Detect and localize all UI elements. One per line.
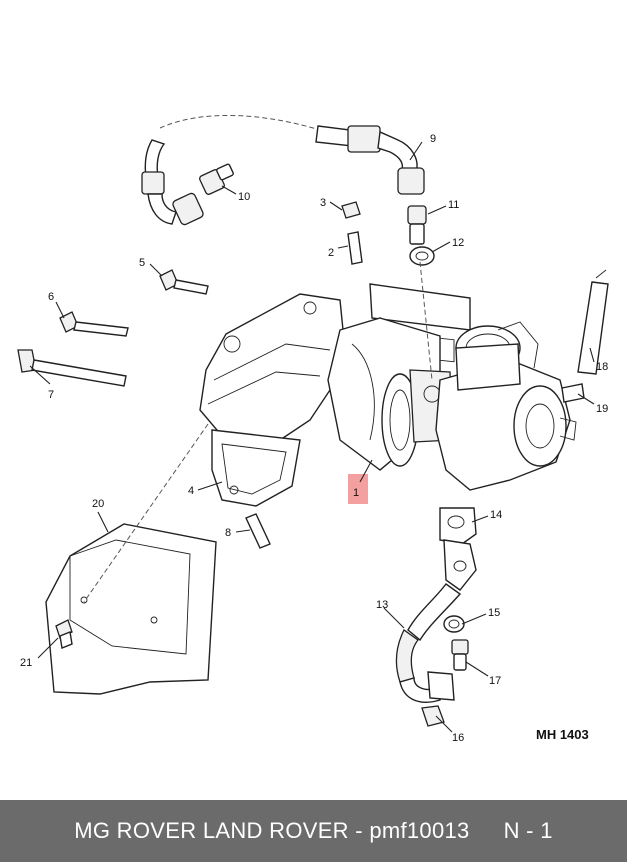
callout-labels: 1 2 3 4 5 6 7 8 9 10 11 12 13 14 15 16 1… bbox=[20, 133, 608, 744]
callout-3: 3 bbox=[320, 197, 326, 209]
callout-21: 21 bbox=[20, 657, 32, 669]
caption-bar: MG ROVER LAND ROVER - pmf10013 N - 1 bbox=[0, 800, 627, 862]
callout-9: 9 bbox=[430, 133, 436, 145]
callout-2: 2 bbox=[328, 247, 334, 259]
oil-feed-pipe bbox=[141, 114, 425, 226]
turbocharger-assembly bbox=[199, 283, 577, 507]
heat-shield bbox=[45, 523, 217, 695]
callout-5: 5 bbox=[139, 257, 145, 269]
caption-page: N - 1 bbox=[503, 818, 553, 843]
drawing-code: MH 1403 bbox=[536, 727, 589, 742]
callout-7: 7 bbox=[48, 389, 54, 401]
callout-6: 6 bbox=[48, 291, 54, 303]
callout-18: 18 bbox=[596, 361, 608, 373]
callout-4: 4 bbox=[188, 485, 194, 497]
callout-19: 19 bbox=[596, 403, 608, 415]
callout-14: 14 bbox=[490, 509, 502, 521]
callout-16: 16 bbox=[452, 732, 464, 744]
exploded-parts-diagram: 1 2 3 4 5 6 7 8 9 10 11 12 13 14 15 16 1… bbox=[17, 114, 609, 744]
callout-17: 17 bbox=[489, 675, 501, 687]
callout-1: 1 bbox=[353, 487, 359, 499]
callout-12: 12 bbox=[452, 237, 464, 249]
bolts-and-studs bbox=[17, 201, 363, 549]
callout-10: 10 bbox=[238, 191, 250, 203]
highlight-marker bbox=[348, 474, 368, 504]
callout-8: 8 bbox=[225, 527, 231, 539]
oil-drain-pipe bbox=[395, 507, 477, 727]
leader-lines bbox=[29, 141, 595, 733]
union-and-washer bbox=[407, 205, 435, 266]
callout-15: 15 bbox=[488, 607, 500, 619]
callout-13: 13 bbox=[376, 599, 388, 611]
callout-11: 11 bbox=[448, 199, 459, 211]
vent-hose bbox=[561, 269, 609, 403]
caption-title: MG ROVER LAND ROVER - pmf10013 bbox=[74, 818, 470, 843]
callout-20: 20 bbox=[92, 498, 104, 510]
